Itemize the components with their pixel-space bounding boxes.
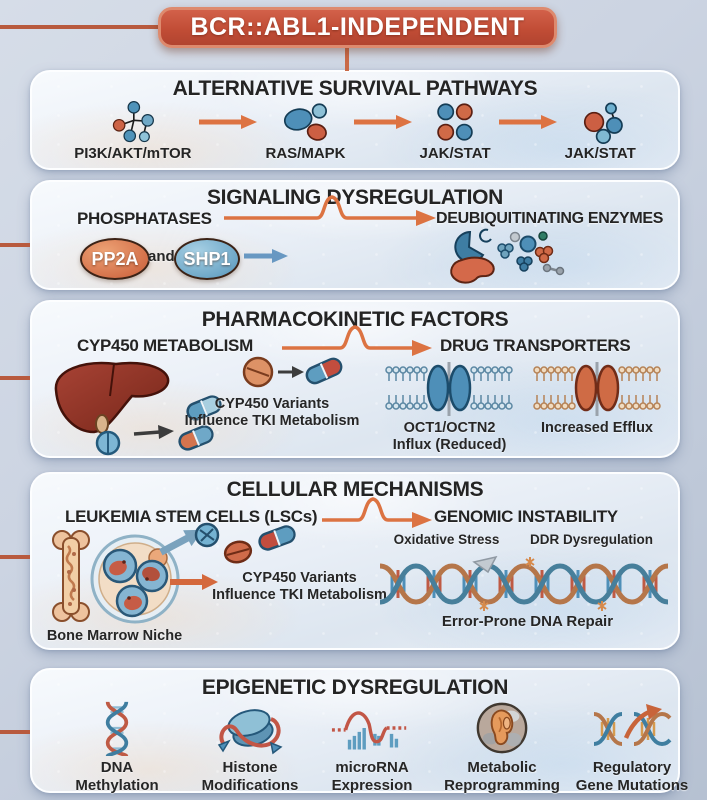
pills-icon xyxy=(194,522,296,564)
genomic-heading: GENOMIC INSTABILITY xyxy=(434,507,618,526)
panel-signaling-dysregulation: SIGNALING DYSREGULATION PHOSPHATASES DEU… xyxy=(30,180,680,290)
protein-cluster-icon xyxy=(584,102,624,144)
arrow-right-icon xyxy=(353,115,412,129)
dna-methylation-icon xyxy=(105,701,129,756)
influx-transporter-icon xyxy=(385,362,513,416)
error-prone-repair-label: Error-Prone DNA Repair xyxy=(441,613,614,630)
epigenetic-label-line2: Expression xyxy=(331,776,413,794)
epigenetic-label-line1: microRNA xyxy=(335,759,409,776)
efflux-label: Increased Efflux xyxy=(540,420,653,436)
pathway-item: JAK/STAT xyxy=(565,100,636,162)
dubs-heading: DEUBIQUITINATING ENZYMES xyxy=(436,210,664,227)
connector-line xyxy=(0,25,158,29)
microrna-expression-icon xyxy=(331,711,407,750)
pathway-label: PI3K/AKT/mTOR xyxy=(74,145,192,162)
influx-label-line2: Influx (Reduced) xyxy=(392,437,507,454)
panel-title: ALTERNATIVE SURVIVAL PATHWAYS xyxy=(172,77,538,100)
arrow-right-icon xyxy=(199,115,258,129)
protein-grid-icon xyxy=(437,103,473,141)
phosphatases-heading: PHOSPHATASES xyxy=(77,209,212,228)
epigenetic-label: Metabolic Reprogramming xyxy=(444,759,560,794)
cyp450-note: CYP450 Variants Influence TKI Metabolism xyxy=(182,396,362,430)
cyp450-heading: CYP450 METABOLISM xyxy=(77,336,253,355)
panel-epigenetic-dysregulation: EPIGENETIC DYSREGULATION DNA Methylation xyxy=(30,668,688,794)
protein-ovals-icon xyxy=(284,103,328,141)
brace-arrow-icon xyxy=(282,325,432,356)
epigenetic-label-line2: Gene Mutations xyxy=(575,776,689,794)
pathway-row: PI3K/AKT/mTOR RAS/MAPK xyxy=(32,100,678,162)
pathway-label: JAK/STAT xyxy=(419,145,491,162)
cyp450-note-line1: CYP450 Variants xyxy=(214,396,330,412)
epigenetic-item: DNA Methylation xyxy=(57,700,177,794)
epigenetic-label-line2: Methylation xyxy=(75,776,159,794)
deubiquitinating-enzymes-icon xyxy=(450,228,565,284)
gene-mutations-icon xyxy=(593,704,672,747)
cyp450-note: CYP450 Variants Influence TKI Metabolism xyxy=(202,570,397,604)
panel-title: EPIGENETIC DYSREGULATION xyxy=(201,676,509,699)
epigenetic-item: microRNA Expression xyxy=(312,700,432,794)
signaling-network-icon xyxy=(112,101,154,143)
connector-line xyxy=(0,730,30,734)
epigenetic-label-line1: Regulatory xyxy=(592,759,672,776)
oxidative-stress-label: Oxidative Stress xyxy=(393,532,500,547)
epigenetic-label-line1: Histone xyxy=(222,759,278,776)
histone-modifications-icon xyxy=(217,709,283,755)
epigenetic-item: Regulatory Gene Mutations xyxy=(572,700,692,794)
panel-title: PHARMACOKINETIC FACTORS xyxy=(201,308,509,331)
panel-title: CELLULAR MECHANISMS xyxy=(226,478,484,501)
pathway-item: PI3K/AKT/mTOR xyxy=(74,100,191,162)
epigenetic-label-line1: Metabolic xyxy=(467,759,537,776)
connector-line xyxy=(0,555,30,559)
panel-pharmacokinetic-factors: PHARMACOKINETIC FACTORS CYP450 METABOLIS… xyxy=(30,300,680,458)
dna-damage-icon xyxy=(379,556,669,611)
bone-marrow-label: Bone Marrow Niche xyxy=(46,628,183,644)
epigenetic-label: Regulatory Gene Mutations xyxy=(576,759,689,794)
banner-title-text: BCR::ABL1-INDEPENDENT xyxy=(190,13,525,41)
epigenetic-label-line2: Reprogramming xyxy=(444,776,560,794)
banner-title: BCR::ABL1-INDEPENDENT xyxy=(158,7,557,48)
epigenetic-label-line2: Modifications xyxy=(201,776,299,794)
brace-arrow-icon xyxy=(322,497,432,528)
connector-line xyxy=(345,46,349,71)
tablet-to-capsule-icon xyxy=(242,356,343,388)
epigenetic-label: microRNA Expression xyxy=(332,759,413,794)
epigenetic-label: DNA Methylation xyxy=(75,759,158,794)
connector-line xyxy=(0,376,30,380)
epigenetic-label-line1: DNA xyxy=(100,759,134,776)
panel-alternative-survival-pathways: ALTERNATIVE SURVIVAL PATHWAYS PI3K/AKT/m… xyxy=(30,70,680,170)
cyp450-note-line2: Influence TKI Metabolism xyxy=(184,413,360,430)
pathway-label: RAS/MAPK xyxy=(265,145,346,162)
influx-label: OCT1/OCTN2 Influx (Reduced) xyxy=(362,420,537,454)
panel-title: SIGNALING DYSREGULATION xyxy=(206,186,504,209)
cyp450-note-line1: CYP450 Variants xyxy=(242,570,357,586)
influx-label-line1: OCT1/OCTN2 xyxy=(403,420,496,436)
arrow-right-icon xyxy=(498,115,557,129)
pathway-item: RAS/MAPK xyxy=(265,100,346,162)
metabolic-reprogramming-icon xyxy=(476,702,528,754)
pathway-item: JAK/STAT xyxy=(420,100,491,162)
pp2a-oval: PP2A xyxy=(80,238,150,280)
ddr-dysregulation-label: DDR Dysregulation xyxy=(529,532,654,547)
blue-arrow-icon xyxy=(244,249,288,263)
transporters-heading: DRUG TRANSPORTERS xyxy=(440,336,631,355)
shp1-label: SHP1 xyxy=(183,248,231,269)
brace-arrow-icon xyxy=(224,195,436,226)
orange-arrow-icon xyxy=(170,574,218,590)
conjunction-text: and xyxy=(148,248,175,265)
epigenetic-label: Histone Modifications xyxy=(202,759,299,794)
pathway-label: JAK/STAT xyxy=(564,145,636,162)
connector-line xyxy=(0,243,30,247)
efflux-transporter-icon xyxy=(533,362,661,416)
lsc-heading: LEUKEMIA STEM CELLS (LSCs) xyxy=(65,507,318,526)
epigenetic-item: Histone Modifications xyxy=(190,700,310,794)
epigenetic-item: Metabolic Reprogramming xyxy=(442,700,562,794)
pp2a-label: PP2A xyxy=(91,248,139,269)
bone-marrow-niche-icon xyxy=(52,530,180,624)
shp1-oval: SHP1 xyxy=(174,238,240,280)
liver-metabolism-icon xyxy=(54,361,222,456)
panel-cellular-mechanisms: CELLULAR MECHANISMS LEUKEMIA STEM CELLS … xyxy=(30,472,680,650)
cyp450-note-line2: Influence TKI Metabolism xyxy=(212,587,387,604)
